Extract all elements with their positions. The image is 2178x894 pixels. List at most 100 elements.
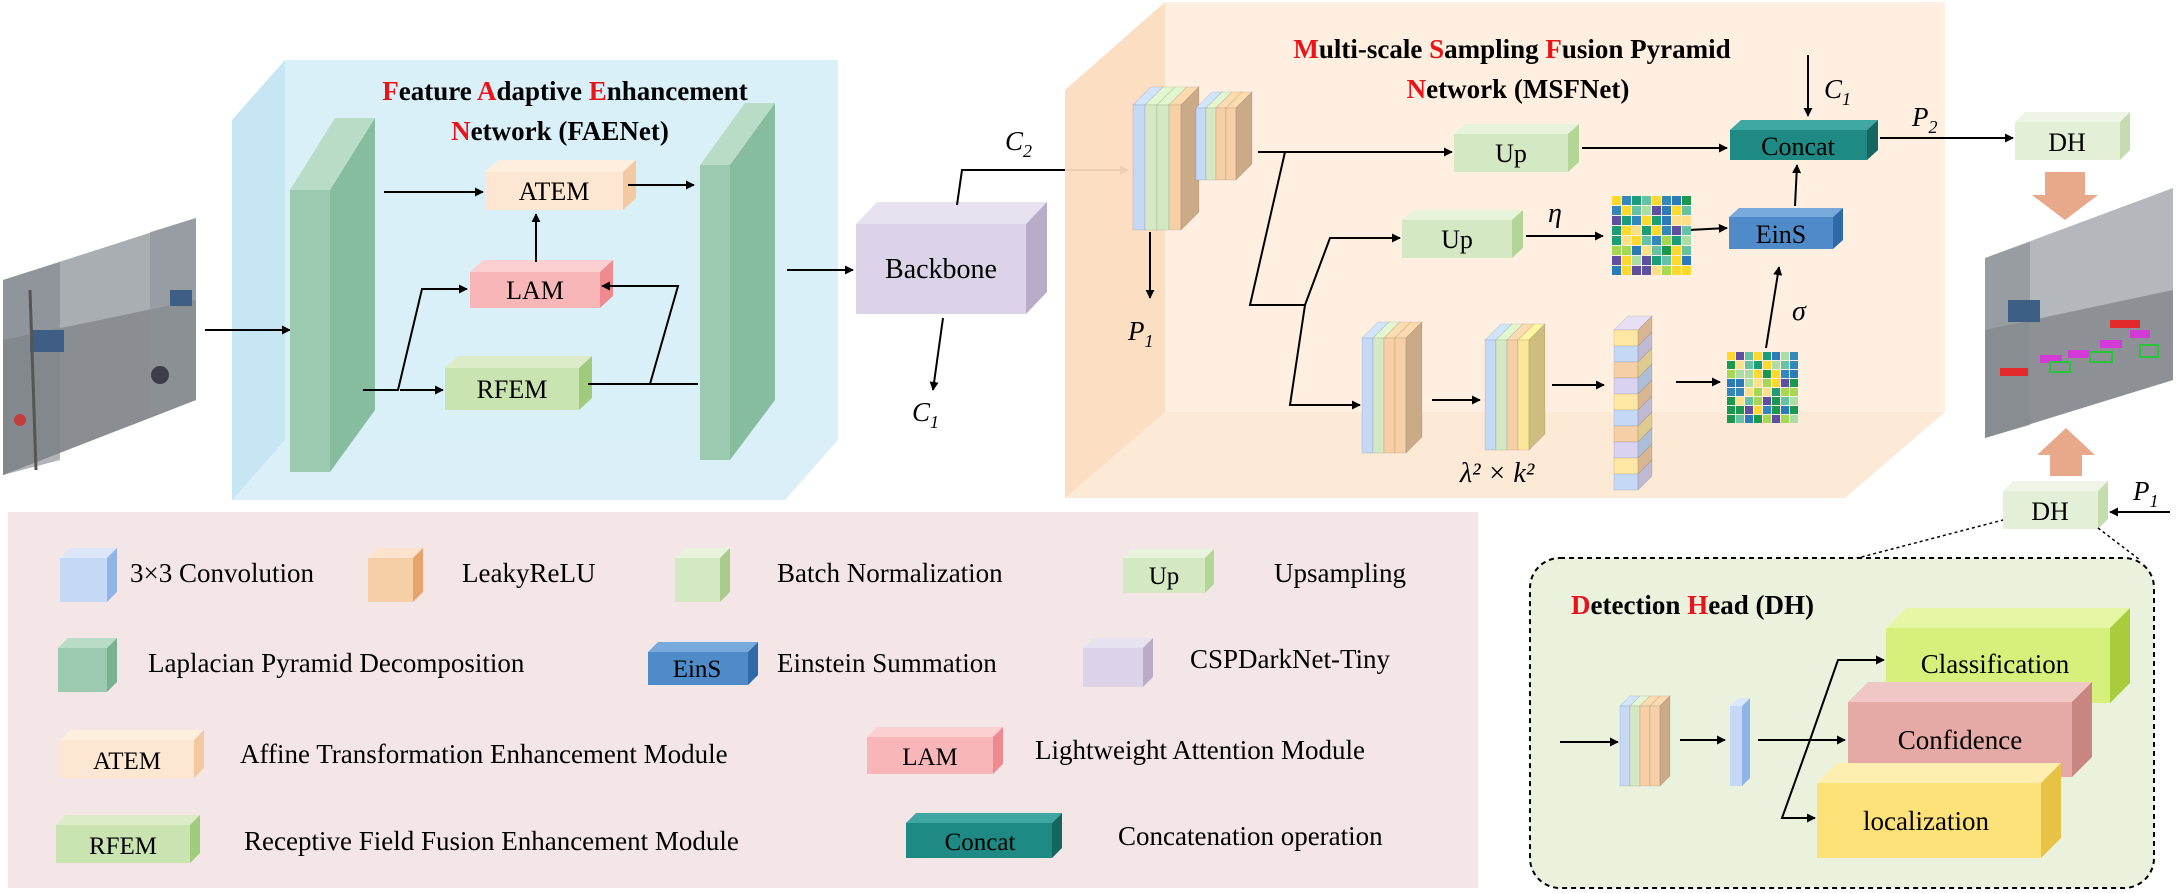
heatmap-cell <box>1754 388 1762 396</box>
concat-block: Concat <box>1730 120 1878 161</box>
confidence-label: Confidence <box>1898 725 2022 755</box>
upsampled-kernel-heatmap <box>1612 196 1691 275</box>
heatmap-cell <box>1754 361 1762 369</box>
heatmap-cell <box>1652 256 1661 265</box>
heatmap-cell <box>1622 196 1631 205</box>
legend-atem-label: Affine Transformation Enhancement Module <box>240 739 728 769</box>
c1-top-symbol: C1 <box>1824 74 1851 109</box>
p1-base: P <box>1127 316 1145 346</box>
lpd-slab-left <box>290 118 375 472</box>
dh-conv-block <box>1730 698 1750 786</box>
up-block-2: Up <box>1402 210 1523 258</box>
heatmap-cell <box>1652 206 1661 215</box>
heatmap-cell <box>1682 256 1691 265</box>
slab-face <box>1168 104 1182 231</box>
heatmap-cell <box>1790 397 1798 405</box>
heatmap-cell <box>1781 379 1789 387</box>
heatmap-cell <box>1727 370 1735 378</box>
title-segment-1: etwork (MSFNet) <box>1426 74 1629 104</box>
heatmap-cell <box>1652 266 1661 275</box>
lam-label: LAM <box>506 276 564 305</box>
heatmap-cell <box>1727 361 1735 369</box>
heatmap-cell <box>1763 361 1771 369</box>
downsample-stack-1 <box>1361 321 1423 454</box>
heatmap-cell <box>1672 226 1681 235</box>
legend-panel <box>8 512 1478 888</box>
heatmap-cell <box>1612 236 1621 245</box>
faenet-title-line1: Feature Adaptive Enhancement <box>382 76 748 106</box>
legend-lam-label: Lightweight Attention Module <box>1035 735 1365 765</box>
heatmap-cell <box>1672 256 1681 265</box>
legend-csp-icon <box>1083 638 1153 687</box>
slab-face <box>1506 339 1519 451</box>
tower-side-cell <box>1637 459 1653 491</box>
atem-module: ATEM <box>485 160 636 210</box>
p2-base: P <box>1911 102 1929 132</box>
heatmap-cell <box>1622 216 1631 225</box>
title-segment-2: A <box>477 76 497 106</box>
slab-face <box>1383 337 1396 454</box>
title-segment-0: N <box>451 116 471 146</box>
heatmap-cell <box>1632 256 1641 265</box>
tower-cell <box>1613 361 1639 379</box>
heatmap-cell <box>1612 256 1621 265</box>
eins-label: EinS <box>1756 220 1807 249</box>
heatmap-cell <box>1632 236 1641 245</box>
slab-face <box>1484 339 1497 451</box>
heatmap-cell <box>1662 226 1671 235</box>
slab-face <box>1144 104 1158 231</box>
heatmap-cell <box>1745 388 1753 396</box>
msfnet-title-line2: Network (MSFNet) <box>1407 74 1630 104</box>
heatmap-cell <box>1682 206 1691 215</box>
slab-side <box>1659 695 1671 787</box>
p1-feature-block <box>1132 86 1200 231</box>
title-segment-0: M <box>1293 34 1318 64</box>
lam-module: LAM <box>470 260 613 308</box>
heatmap-cell <box>1672 236 1681 245</box>
heatmap-cell <box>1781 406 1789 414</box>
heatmap-cell <box>1642 266 1651 275</box>
tower-cell <box>1613 393 1639 411</box>
title-segment-1: etection <box>1591 590 1688 620</box>
heatmap-cell <box>1727 415 1735 423</box>
title-segment-1: ulti-scale <box>1319 34 1429 64</box>
legend-eins-icon: EinS <box>648 642 758 685</box>
heatmap-cell <box>1745 415 1753 423</box>
legend-lam-icon: LAM <box>867 727 1003 774</box>
heatmap-cell <box>1632 266 1641 275</box>
heatmap-cell <box>1622 226 1631 235</box>
heatmap-cell <box>1736 361 1744 369</box>
heatmap-cell <box>1736 406 1744 414</box>
title-segment-4: F <box>1545 34 1562 64</box>
dh-top-block: DH <box>2015 112 2130 160</box>
tower-cell <box>1613 473 1639 491</box>
dh-feature-stack <box>1619 695 1671 787</box>
heatmap-cell <box>1772 370 1780 378</box>
dh-bottom-label: DH <box>2031 497 2069 526</box>
heatmap-cell <box>1763 352 1771 360</box>
heatmap-cell <box>1682 236 1691 245</box>
heatmap-cell <box>1642 226 1651 235</box>
heatmap-cell <box>1727 406 1735 414</box>
title-segment-5: nhancement <box>607 76 748 106</box>
backbone-block: Backbone <box>856 202 1047 314</box>
heatmap-cell <box>1736 379 1744 387</box>
legend-conv-icon <box>60 548 117 602</box>
tower-cell <box>1613 457 1639 475</box>
slab-face <box>1195 107 1207 181</box>
heatmap-cell <box>1682 246 1691 255</box>
heatmap-cell <box>1745 397 1753 405</box>
heatmap-cell <box>1642 236 1651 245</box>
slab-face <box>1495 339 1508 451</box>
slab-face <box>1156 104 1170 231</box>
title-segment-3: ead (DH) <box>1708 590 1814 620</box>
dh-top-label: DH <box>2048 128 2086 157</box>
slab-side <box>1235 91 1253 181</box>
heatmap-cell <box>1632 246 1641 255</box>
heatmap-cell <box>1652 246 1661 255</box>
slab-side <box>1180 86 1200 231</box>
heatmap-cell <box>1672 196 1681 205</box>
c1_top-base: C <box>1824 74 1843 104</box>
slab-face <box>1639 705 1651 787</box>
